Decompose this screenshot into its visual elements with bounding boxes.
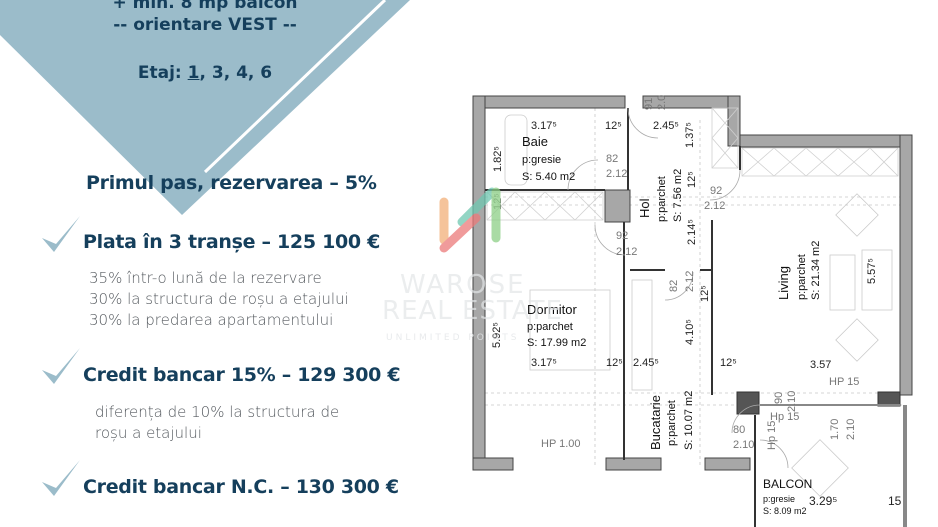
watermark-subtitle: REAL ESTATE [382,296,563,326]
dim-door-212: 2.12 [606,168,628,180]
check-icon [42,216,80,252]
dim-hol-width: 2.45⁵ [653,120,679,132]
floors-rest: , 3, 4, 6 [199,63,273,83]
room-balcon-floor: p:gresie [763,494,796,504]
warose-logo-icon [439,187,501,253]
room-balcon-name: BALCON [763,477,813,491]
dim-living-width: 3.57 [810,359,832,371]
orientation-text: -- orientare VEST -- [113,15,297,35]
room-dormitor-floor: p:parchet [527,321,573,333]
dim-hol-height: 1.37⁵ [684,122,696,148]
offer-credit15-detail-1: diferența de 10% la structura de [95,403,340,421]
room-baie-floor: p:gresie [522,154,562,166]
offer-credit15-detail-2: roșu a etajului [95,424,202,442]
dim-door-212: 2.12 [684,270,696,292]
dim-hol-214: 2.14⁵ [686,219,698,245]
dim-baie-height: 1.82⁵ [492,146,504,172]
hp-label: HP 1.00 [541,438,581,450]
dim-bucatarie-width: 2.45⁵ [633,357,659,369]
dim-window-170: 1.70 [829,418,841,440]
dim-wall: 12⁵ [605,120,622,132]
room-baie-name: Baie [522,134,549,149]
offer-credit15-title: Credit bancar 15% – 129 300 € [83,364,401,386]
floors-text: Etaj: 1, 3, 4, 6 [60,62,350,84]
room-hol-name: Hol [637,198,652,218]
offer-installments-detail-1: 35% într-o lună de la rezervare [89,269,322,287]
check-icon [42,460,80,496]
room-hol-floor: p:parchet [656,176,668,222]
dim-door-80: 80 [733,424,746,436]
dim-door-210: 2.10 [733,439,755,451]
dim-wall: 12⁵ [699,285,711,302]
dim-door-92: 92 [710,185,723,197]
watermark-name: WAROSE [400,270,526,300]
room-dormitor-area: S: 17.99 m2 [527,337,587,349]
dim-door-91: 91 [643,97,655,110]
dim-door-90: 90 [773,391,785,404]
room-living-name: Living [776,266,791,300]
first-step-heading: Primul pas, rezervarea – 5% [86,172,377,194]
room-dormitor-name: Dormitor [527,302,577,317]
room-living-floor: p:parchet [796,254,808,300]
dim-wall: 12⁵ [720,357,737,369]
offer-installments-detail-2: 30% la structura de roșu a etajului [89,290,349,308]
room-living-area: S: 21.34 m2 [810,240,822,300]
dim-window-210: 2.10 [845,418,857,440]
dim-door-92: 92 [616,230,629,242]
dim-balcon-15: 15 [888,494,902,508]
offer-installments-detail-3: 30% la predarea apartamentului [89,311,334,329]
dim-door-20: 2.0 [656,94,668,110]
dim-wall: 12⁵ [686,171,698,188]
dim-baie-width: 3.17⁵ [531,120,557,132]
watermark-tagline: UNLIMITED POINTS [386,333,520,343]
balcony-size-text: + min. 8 mp balcon [112,0,298,13]
dim-door-82: 82 [668,279,680,292]
dim-dormitor-width: 3.17⁵ [531,357,557,369]
dim-door-212: 2.12 [704,200,726,212]
dim-door-210: 2.10 [786,390,798,412]
room-bucatarie-floor: p:parchet [666,400,678,446]
hp-label: Hp 15 [770,411,800,423]
check-icon [42,348,80,384]
dim-balcon-width: 3.29⁵ [809,494,838,508]
dim-door-82: 82 [606,153,619,165]
offer-installments-title: Plata în 3 tranșe – 125 100 € [83,231,381,253]
room-bucatarie-area: S: 10.07 m2 [683,390,695,450]
dim-bucatarie-height: 4.10⁵ [684,319,696,345]
hp-label: Hp 15 [766,420,778,450]
dim-living-height: 5.57⁵ [866,258,878,284]
room-hol-area: S: 7.56 m2 [672,168,684,222]
offer-creditnc-title: Credit bancar N.C. – 130 300 € [83,476,399,498]
floors-label: Etaj: [137,63,182,83]
dim-door-212: 2.12 [616,246,638,258]
hp-label: HP 15 [829,376,860,388]
room-bucatarie-name: Bucatarie [648,395,663,450]
room-baie-area: S: 5.40 m2 [522,171,576,183]
floors-current: 1 [187,63,200,83]
dim-wall: 12⁵ [606,357,623,369]
room-balcon-area: S: 8.09 m2 [763,506,807,516]
